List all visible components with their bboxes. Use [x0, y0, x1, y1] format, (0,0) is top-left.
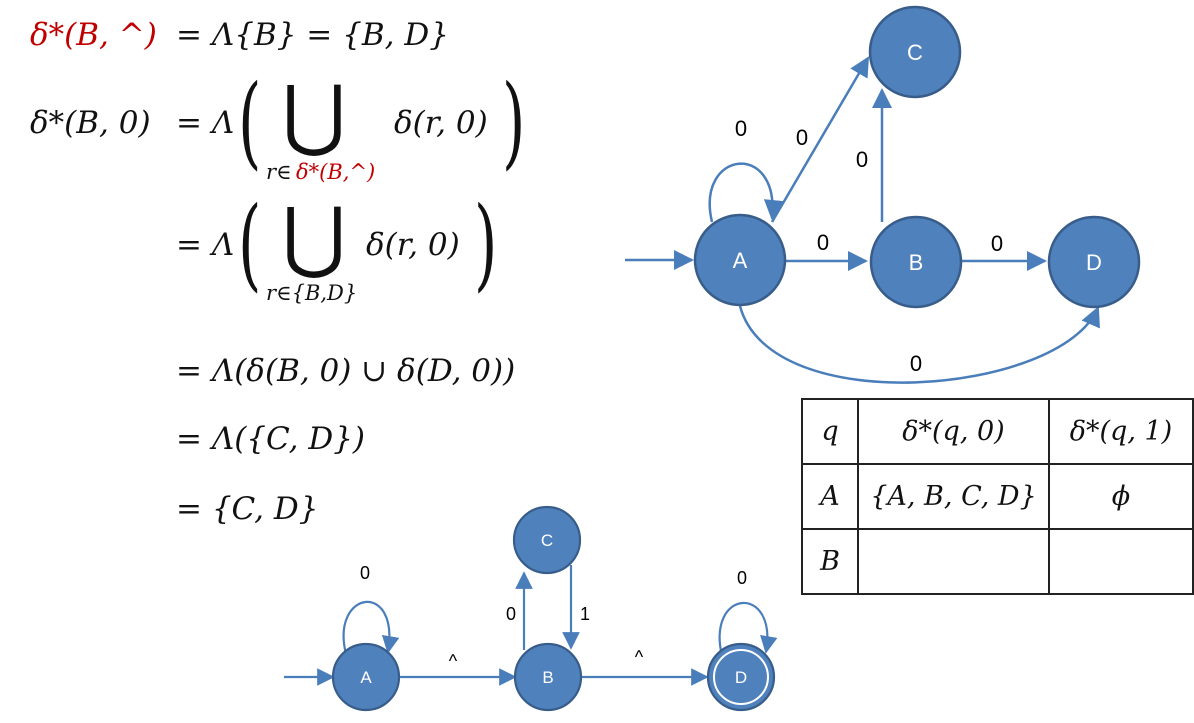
nfa-edge-a-loop — [342, 600, 400, 655]
table-cell: {A, B, C, D} — [857, 463, 1050, 530]
eq2-close-paren: ) — [502, 63, 526, 180]
nfa-state-c — [512, 505, 582, 575]
dfa-node-labels: A B C D — [733, 40, 1102, 275]
nfa-label-d-loop: 0 — [737, 568, 747, 588]
dfa-state-d — [1047, 215, 1141, 309]
dfa-state-a-label: A — [733, 248, 748, 273]
transition-table: q δ*(q, 0) δ*(q, 1) A {A, B, C, D} ϕ B — [801, 398, 1194, 595]
dfa-state-a — [693, 213, 787, 307]
dfa-state-c-label: C — [907, 40, 923, 65]
eq2-prefix: = Λ — [176, 105, 235, 141]
eq4: = Λ(δ(B, 0) ∪ δ(D, 0)) — [176, 353, 516, 389]
eq3-union-sub: r∈{B,D} — [266, 281, 358, 305]
table-cell: ϕ — [1048, 463, 1194, 530]
nfa-edge-d-loop — [718, 601, 778, 657]
dfa-edge-a-to-d — [738, 305, 1100, 384]
dfa-label-b-to-c: 0 — [856, 147, 868, 172]
dfa-label-a-to-b: 0 — [817, 230, 829, 255]
nfa-label-a-loop: 0 — [360, 563, 370, 583]
eq3-prefix: = Λ — [176, 227, 235, 263]
nfa-node-labels: A B C D — [360, 531, 747, 687]
nfa-state-d-accept-ring — [713, 649, 769, 705]
eq2-body: δ(r, 0) — [394, 105, 488, 141]
nfa-state-d — [706, 642, 776, 712]
dfa-label-a-to-c: 0 — [796, 125, 808, 150]
eq2-union-sub-set: δ*(B,^) — [296, 160, 376, 184]
eq2-lhs: δ*(B, 0) — [30, 105, 151, 141]
table-header-cell: q — [801, 398, 859, 465]
table-row: B — [801, 528, 1194, 595]
dfa-state-b-label: B — [909, 250, 924, 275]
eq3-close-paren: ) — [474, 185, 498, 302]
nfa-state-a-label: A — [360, 668, 372, 687]
table-row: A {A, B, C, D} ϕ — [801, 463, 1194, 530]
dfa-label-a-loop: 0 — [735, 116, 747, 141]
eq2-union-symbol: ⋃ — [282, 70, 346, 160]
eq2-open-paren: ( — [238, 63, 262, 180]
dfa-edge-a-loop — [708, 162, 784, 223]
nfa-nodes — [331, 505, 776, 712]
table-header-row: q δ*(q, 0) δ*(q, 1) — [801, 398, 1194, 465]
eq2-union-sub-var: r∈ — [266, 160, 292, 184]
eq5: = Λ({C, D}) — [176, 421, 366, 457]
eq6: = {C, D} — [176, 491, 319, 527]
eq1-rhs: = Λ{B} = {B, D} — [176, 17, 449, 53]
dfa-state-d-label: D — [1086, 250, 1102, 275]
dfa-state-c — [868, 5, 962, 99]
table-header-cell: δ*(q, 1) — [1048, 398, 1194, 465]
nfa-state-a — [331, 642, 401, 712]
nfa-label-b-to-c: 0 — [506, 604, 516, 624]
nfa-state-c-label: C — [541, 531, 553, 550]
table-cell: B — [801, 528, 859, 595]
table-cell — [1048, 528, 1194, 595]
dfa-state-b — [869, 215, 963, 309]
dfa-label-a-to-d: 0 — [910, 351, 922, 376]
eq3-body: δ(r, 0) — [366, 227, 460, 263]
dfa-edge-labels: 0 0 0 0 0 0 — [735, 116, 1003, 376]
table-header-cell: δ*(q, 0) — [857, 398, 1050, 465]
dfa-label-b-to-d: 0 — [991, 231, 1003, 256]
nfa-label-a-to-b: ^ — [449, 651, 458, 671]
nfa-edge-labels: 0 ^ 0 1 ^ 0 — [360, 563, 747, 671]
nfa-state-d-label: D — [735, 668, 747, 687]
eq3-union-symbol: ⋃ — [282, 192, 346, 282]
table-cell — [857, 528, 1050, 595]
nfa-state-b — [513, 642, 583, 712]
dfa-edge-a-to-c — [770, 56, 870, 223]
table-cell: A — [801, 463, 859, 530]
nfa-label-c-to-b: 1 — [580, 604, 590, 624]
dfa-diagram — [625, 56, 1100, 384]
nfa-diagram — [284, 565, 778, 686]
nfa-state-b-label: B — [542, 668, 553, 687]
eq3-open-paren: ( — [238, 185, 262, 302]
eq1-lhs: δ*(B, ^) — [30, 17, 157, 53]
dfa-nodes — [693, 5, 1141, 309]
nfa-label-b-to-d: ^ — [635, 647, 644, 667]
